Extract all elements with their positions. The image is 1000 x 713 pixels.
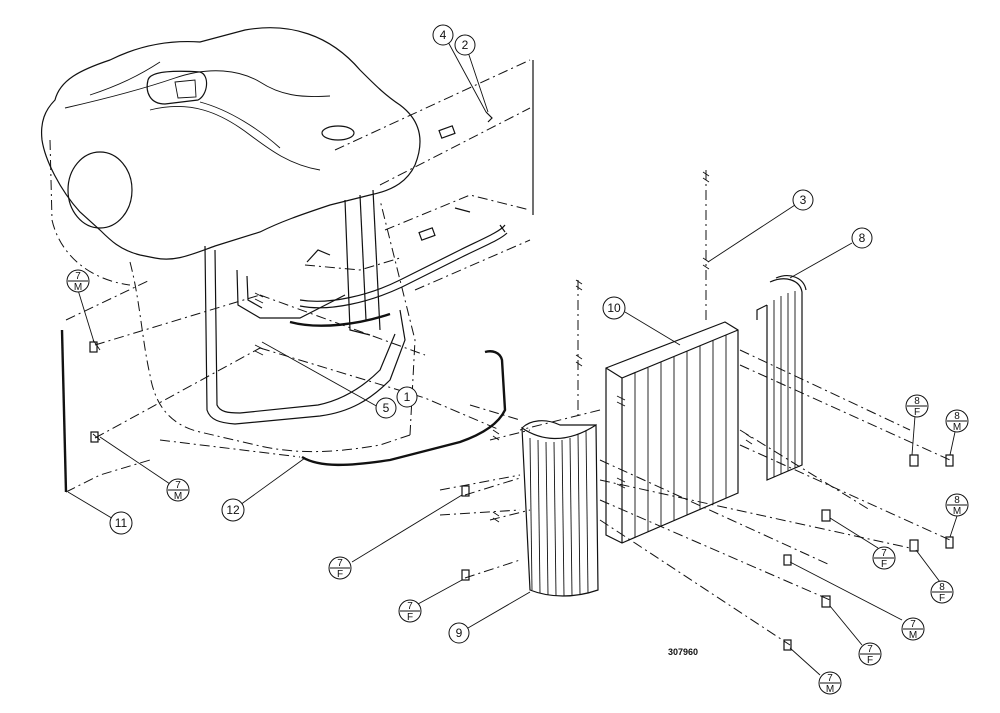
fraction-tag-6: 8 M xyxy=(945,409,969,433)
fraction-tag-12-den: M xyxy=(826,684,834,695)
fraction-tag-10-num: 7 xyxy=(910,619,916,630)
housing-to-screen-lines xyxy=(89,292,521,443)
fraction-tag-4-den: F xyxy=(407,612,413,623)
drawing-part-number: 307960 xyxy=(668,647,698,657)
callout-3: 3 xyxy=(792,189,814,211)
screen-panel-8 xyxy=(756,275,807,481)
fraction-tag-1: 7 M xyxy=(66,269,90,293)
callout-9: 9 xyxy=(448,622,470,644)
screen-panel-10 xyxy=(519,170,739,544)
fraction-tag-1-num: 7 xyxy=(75,271,81,282)
fraction-tag-9: 8 F xyxy=(930,580,954,604)
fraction-tag-11-den: F xyxy=(867,655,873,666)
fraction-tag-3-den: F xyxy=(337,569,343,580)
callout-4: 4 xyxy=(432,24,454,46)
callout-1: 1 xyxy=(396,386,418,408)
fraction-tag-8-num: 7 xyxy=(881,548,887,559)
callout-2-label: 2 xyxy=(462,38,469,52)
fraction-tag-9-den: F xyxy=(939,593,945,604)
fraction-tag-12-num: 7 xyxy=(827,673,833,684)
callout-11: 11 xyxy=(109,511,133,535)
callout-8: 8 xyxy=(851,227,873,249)
fraction-tag-9-num: 8 xyxy=(939,582,945,593)
fraction-tag-10-den: M xyxy=(909,630,917,641)
fraction-tag-8-den: F xyxy=(881,559,887,570)
callout-5: 5 xyxy=(375,397,397,419)
callout-2: 2 xyxy=(454,34,476,56)
fraction-tag-1-den: M xyxy=(74,282,82,293)
callout-5-label: 5 xyxy=(383,401,390,415)
callout-3-label: 3 xyxy=(800,193,807,207)
fraction-tag-3: 7 F xyxy=(328,556,352,580)
callout-1-label: 1 xyxy=(404,390,411,404)
callout-10-label: 10 xyxy=(607,301,621,315)
fraction-tag-4-num: 7 xyxy=(407,601,413,612)
fraction-tag-4: 7 F xyxy=(398,599,422,623)
screen-explode-lines xyxy=(439,349,954,651)
fraction-tag-2: 7 M xyxy=(166,478,190,502)
fraction-tag-10: 7 M xyxy=(901,617,925,641)
callout-11-label: 11 xyxy=(115,516,128,530)
callout-12: 12 xyxy=(221,498,245,522)
fraction-tag-3-num: 7 xyxy=(337,558,343,569)
fraction-tag-2-den: M xyxy=(174,491,182,502)
callout-10: 10 xyxy=(602,296,626,320)
fraction-tag-5: 8 F xyxy=(905,394,929,418)
callout-12-label: 12 xyxy=(226,503,240,517)
callout-8-label: 8 xyxy=(859,231,866,245)
fraction-tag-2-num: 7 xyxy=(175,480,181,491)
callout-4-label: 4 xyxy=(440,28,447,42)
fraction-tag-6-num: 8 xyxy=(954,411,960,422)
fraction-tag-8: 7 F xyxy=(872,546,896,570)
fraction-tag-7: 8 M xyxy=(945,493,969,517)
fraction-tag-6-den: M xyxy=(953,422,961,433)
callout-9-label: 9 xyxy=(456,626,463,640)
fraction-tag-11-num: 7 xyxy=(867,644,873,655)
fraction-tag-12: 7 M xyxy=(818,671,842,695)
fraction-tag-5-num: 8 xyxy=(914,396,920,407)
leader-lines xyxy=(67,39,958,676)
fraction-tag-7-num: 8 xyxy=(954,495,960,506)
screen-panel-9 xyxy=(521,279,599,597)
fraction-tag-11: 7 F xyxy=(858,642,882,666)
fraction-tag-5-den: F xyxy=(914,407,920,418)
hood-housing xyxy=(40,27,508,453)
hood-explode-lines xyxy=(60,59,534,493)
fraction-tag-7-den: M xyxy=(953,506,961,517)
